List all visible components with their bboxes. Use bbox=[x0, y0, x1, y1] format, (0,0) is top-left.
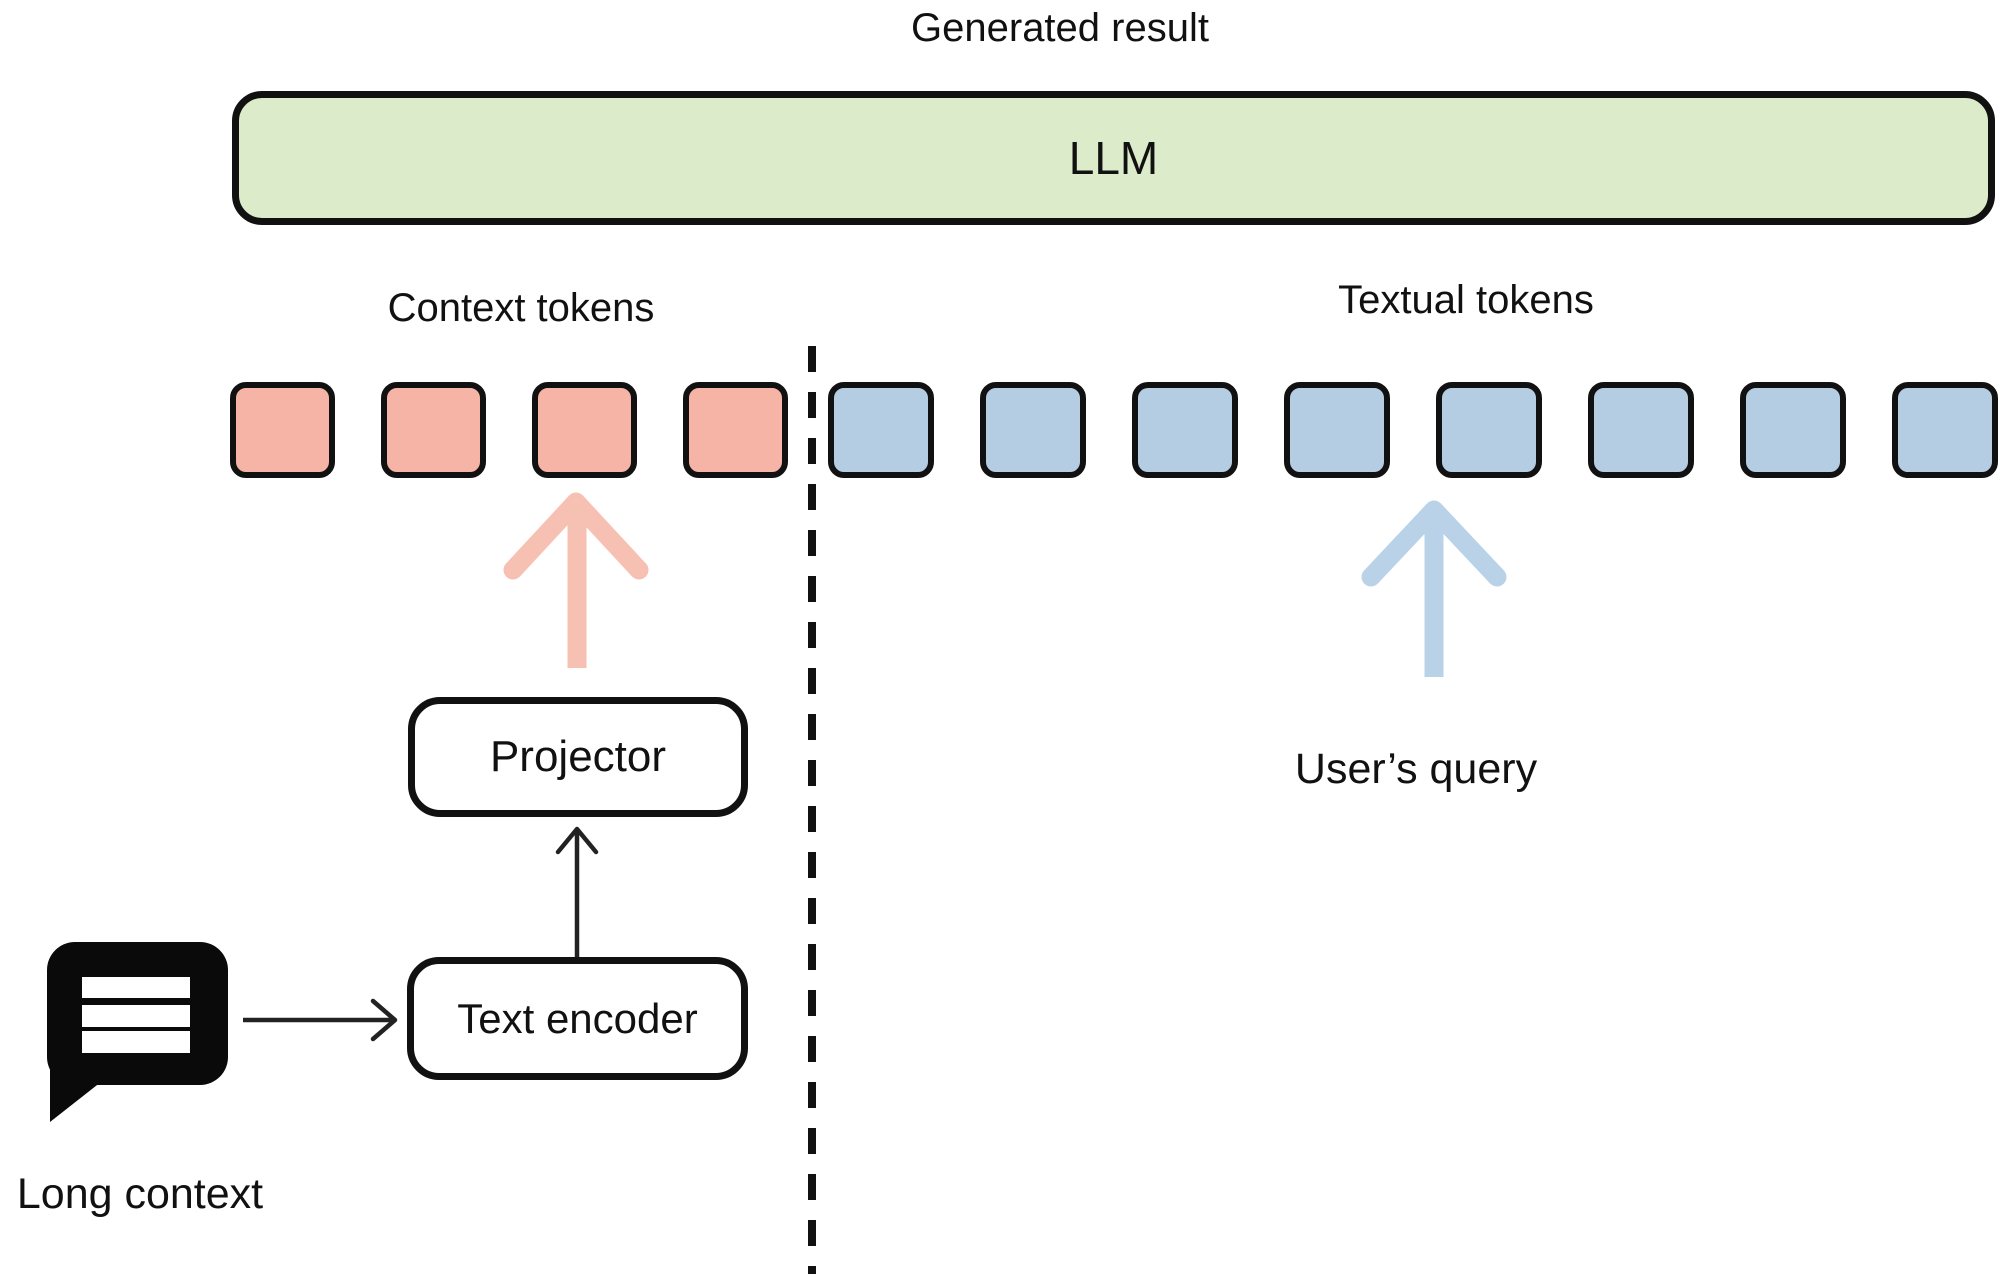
text-encoder-box: Text encoder bbox=[407, 957, 748, 1080]
textual-token bbox=[1588, 382, 1694, 478]
projector-box: Projector bbox=[408, 697, 748, 817]
query-tokens-arrow bbox=[1361, 500, 1507, 677]
users-query-label: User’s query bbox=[1294, 745, 1538, 793]
textual-token bbox=[1740, 382, 1846, 478]
encoder-to-projector-arrow bbox=[555, 826, 599, 957]
generated-result-label: Generated result bbox=[911, 6, 1209, 50]
textual-token bbox=[1284, 382, 1390, 478]
context-to-encoder-arrow bbox=[243, 998, 398, 1042]
textual-tokens-label: Textual tokens bbox=[1338, 278, 1594, 322]
llm-box-label: LLM bbox=[1068, 132, 1159, 184]
context-tokens-label: Context tokens bbox=[387, 286, 655, 330]
textual-token bbox=[1132, 382, 1238, 478]
chat-bubble-icon bbox=[47, 942, 228, 1122]
textual-token bbox=[1436, 382, 1542, 478]
long-context-label: Long context bbox=[16, 1170, 264, 1218]
textual-token bbox=[1892, 382, 1998, 478]
context-token bbox=[683, 382, 788, 478]
context-token bbox=[532, 382, 637, 478]
context-token bbox=[230, 382, 335, 478]
dashed-divider bbox=[808, 346, 816, 1274]
textual-token-row bbox=[828, 382, 1998, 478]
context-token-row bbox=[230, 382, 788, 478]
text-encoder-box-label: Text encoder bbox=[457, 994, 698, 1042]
textual-token bbox=[828, 382, 934, 478]
projector-box-label: Projector bbox=[489, 732, 667, 781]
context-token bbox=[381, 382, 486, 478]
llm-box: LLM bbox=[232, 91, 1995, 225]
context-tokens-arrow bbox=[503, 492, 649, 668]
textual-token bbox=[980, 382, 1086, 478]
